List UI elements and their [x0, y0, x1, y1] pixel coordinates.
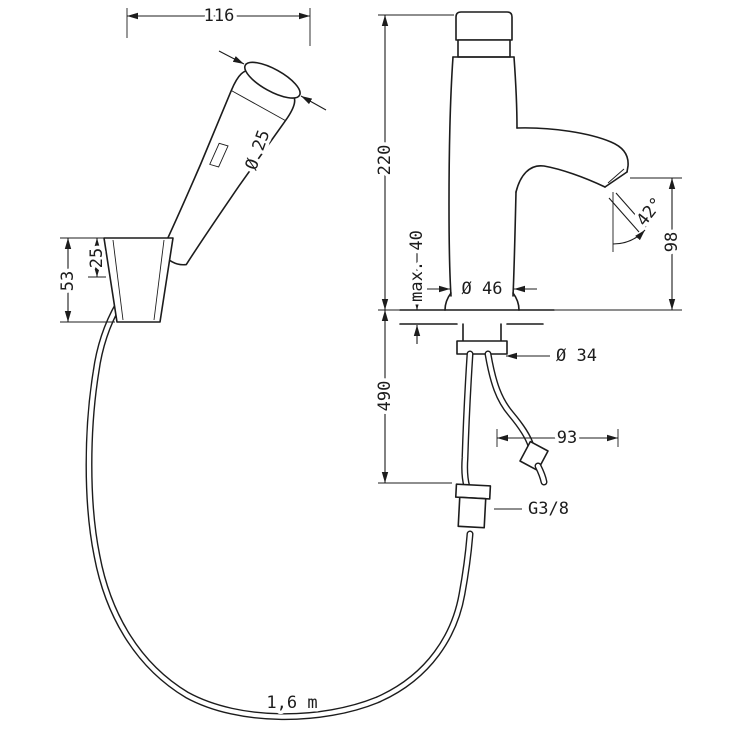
- spray-face: [244, 61, 301, 99]
- dim-label-46: Ø 46: [462, 279, 503, 299]
- dim-label-max-40: max. 40: [407, 230, 427, 302]
- dim-hose-offset-93: 93: [496, 425, 619, 452]
- dim-spout-height-98: 98: [554, 177, 686, 311]
- dim-label-98: 98: [662, 232, 682, 252]
- base-flange-right: [512, 292, 520, 311]
- aerator-line: [607, 168, 625, 184]
- dim-body-dia-46: Ø 46: [427, 276, 537, 303]
- dim-height-220: 220: [372, 14, 454, 311]
- dim-holder-53-25: 53 25: [55, 237, 115, 323]
- dim-label-34: Ø 34: [556, 346, 597, 366]
- faucet: [444, 11, 629, 311]
- shower-hose-loop: [85, 246, 474, 721]
- dim-hose-length: 1,6 m: [263, 690, 321, 717]
- spray-mode-button: [209, 142, 229, 168]
- holder-inner-right: [153, 239, 165, 321]
- dim-width-116: 116: [126, 3, 311, 46]
- dim-deck-max-40: max. 40: [404, 227, 431, 344]
- faucet-handle-neck: [457, 39, 511, 58]
- faucet-spout-bottom: [515, 165, 606, 193]
- dim-under-deck-490: 490: [372, 310, 452, 484]
- head-joint-line: [231, 90, 286, 121]
- dim-shank-dia-34: Ø 34: [506, 343, 600, 370]
- faucet-handle: [455, 11, 513, 41]
- faucet-body-right-lower-edge: [512, 191, 517, 297]
- dim-label-490: 490: [375, 381, 395, 412]
- dim-label-53: 53: [58, 271, 78, 291]
- holder-inner-left: [112, 239, 124, 321]
- dim-spray-angle-42: 42°: [608, 190, 671, 252]
- shower-hose-tail: [461, 350, 474, 491]
- dim-label-25: 25: [87, 248, 107, 268]
- dim-label-116: 116: [204, 6, 235, 26]
- spout-outlet-face: [604, 171, 628, 188]
- mounting-nut: [456, 340, 508, 355]
- faucet-spout-top: [516, 127, 629, 173]
- under-deck-assembly: [454, 323, 549, 529]
- holder-outline: [103, 237, 174, 323]
- mounting-deck: [399, 309, 555, 325]
- g38-connector: [454, 483, 492, 529]
- hand-shower: [160, 61, 301, 266]
- faucet-body-right-edge: [513, 56, 518, 129]
- dim-thread-g38: G3/8: [494, 496, 572, 523]
- dim-label-220: 220: [375, 145, 395, 176]
- shower-holder: [103, 237, 174, 323]
- dim-label-42: 42°: [633, 194, 668, 231]
- supply-hose: [484, 350, 549, 486]
- dim-label-93: 93: [557, 428, 577, 448]
- supply-hose-fitting: [519, 440, 549, 472]
- g38-connector-body: [457, 496, 487, 529]
- base-flange-left: [444, 292, 452, 311]
- faucet-body-left-edge: [448, 56, 454, 297]
- dim-label-hose-length: 1,6 m: [266, 693, 317, 713]
- hand-shower-body: [160, 69, 296, 266]
- dim-label-g38: G3/8: [528, 499, 569, 519]
